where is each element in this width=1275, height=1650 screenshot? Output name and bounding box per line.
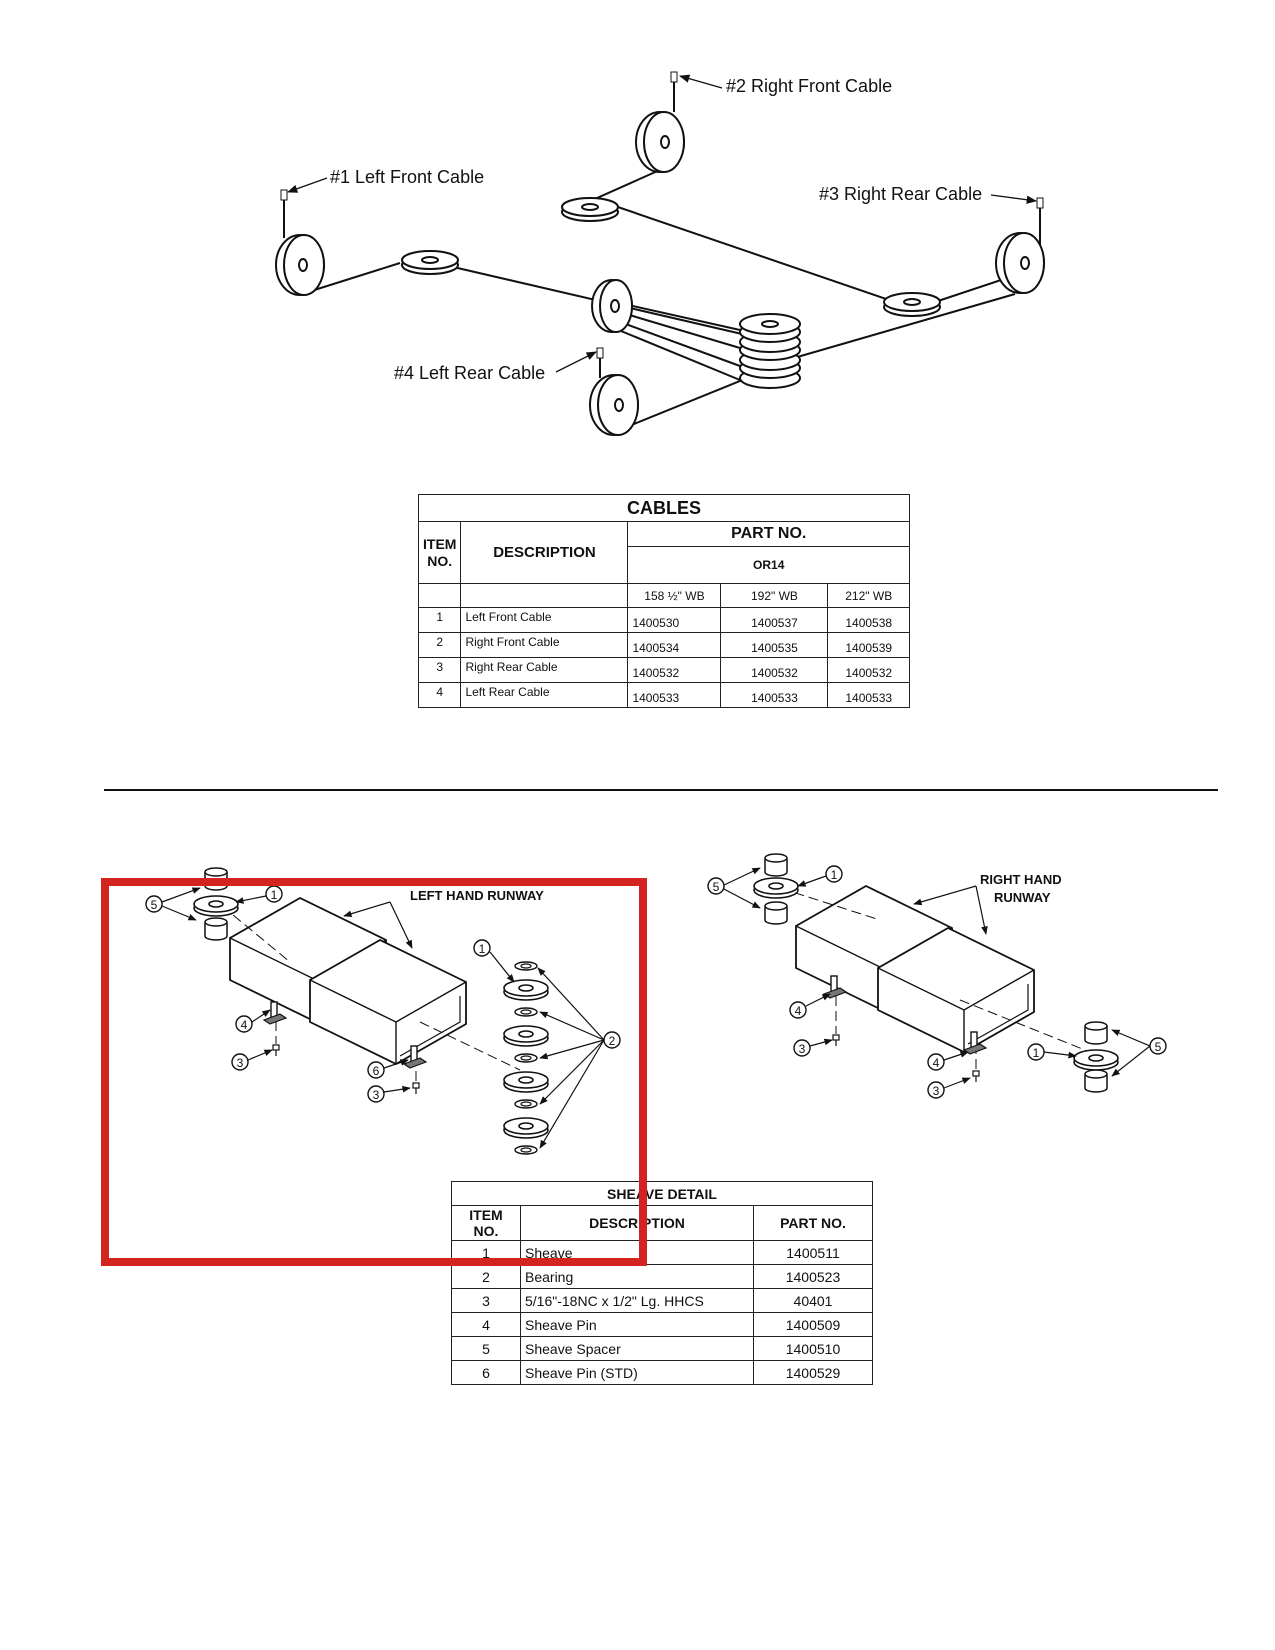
table-row: 4 Left Rear Cable 1400533 1400533 140053…	[417, 682, 910, 708]
part-no-header: PART NO.	[753, 1205, 873, 1241]
callout-right-rear-cable: #3 Right Rear Cable	[819, 184, 982, 204]
table-row: 2 Right Front Cable 1400534 1400535 1400…	[417, 632, 910, 658]
svg-text:3: 3	[373, 1088, 380, 1102]
right-hand-runway-label-line2: RUNWAY	[994, 890, 1051, 905]
table-row: 2 Bearing 1400523	[451, 1264, 873, 1289]
left-hand-runway: 5 1 1 2 4 3 6 3 LEFT HAND RUNWAY	[145, 867, 621, 1155]
svg-text:4: 4	[933, 1056, 940, 1070]
table-row: 6 Sheave Pin (STD) 1400529	[451, 1360, 873, 1385]
callout-right-front-cable: #2 Right Front Cable	[726, 76, 892, 96]
pulley-icon	[401, 197, 941, 317]
table-row: 1 Sheave 1400511	[451, 1240, 873, 1265]
svg-text:1: 1	[1033, 1046, 1040, 1060]
wheelbase-header: 192" WB	[720, 583, 829, 608]
sheave-stack-icon	[739, 313, 801, 389]
section-divider	[104, 789, 1218, 791]
description-header: DESCRIPTION	[460, 521, 629, 584]
callout-left-rear-cable: #4 Left Rear Cable	[394, 363, 545, 383]
sheave-detail-title: SHEAVE DETAIL	[451, 1181, 873, 1206]
table-row: 5 Sheave Spacer 1400510	[451, 1336, 873, 1361]
svg-text:5: 5	[1155, 1040, 1162, 1054]
table-row: 4 Sheave Pin 1400509	[451, 1312, 873, 1337]
callout-left-front-cable: #1 Left Front Cable	[330, 167, 484, 187]
svg-text:3: 3	[237, 1056, 244, 1070]
svg-text:2: 2	[609, 1034, 616, 1048]
cables-table-title: CABLES	[418, 494, 910, 522]
svg-text:1: 1	[479, 942, 486, 956]
svg-text:1: 1	[831, 868, 838, 882]
part-no-header: PART NO.	[627, 521, 910, 547]
wheelbase-header: 158 ½" WB	[627, 583, 722, 608]
right-hand-runway: 5 1 5 1 4 3 4 3 RIGHT HAND RUNWAY	[707, 853, 1167, 1099]
svg-text:3: 3	[799, 1042, 806, 1056]
svg-text:6: 6	[373, 1064, 380, 1078]
item-no-header: ITEM NO.	[451, 1205, 521, 1241]
table-row: 3 5/16"-18NC x 1/2" Lg. HHCS 40401	[451, 1288, 873, 1313]
cable-routing-diagram: #1 Left Front Cable #2 Right Front Cable…	[275, 71, 1045, 436]
svg-text:1: 1	[271, 888, 278, 902]
table-row: 1 Left Front Cable 1400530 1400537 14005…	[417, 607, 910, 633]
table-row: 3 Right Rear Cable 1400532 1400532 14005…	[417, 657, 910, 683]
svg-text:4: 4	[241, 1018, 248, 1032]
sheave-detail-table: SHEAVE DETAIL ITEM NO. DESCRIPTION PART …	[451, 1181, 873, 1385]
svg-text:4: 4	[795, 1004, 802, 1018]
sheave-wheel-icon	[275, 111, 1045, 436]
description-header: DESCRIPTION	[520, 1205, 754, 1241]
svg-text:5: 5	[713, 880, 720, 894]
left-hand-runway-label: LEFT HAND RUNWAY	[410, 888, 544, 903]
wheelbase-header: 212" WB	[827, 583, 910, 608]
svg-text:5: 5	[151, 898, 158, 912]
model-header: OR14	[627, 546, 910, 584]
svg-text:3: 3	[933, 1084, 940, 1098]
right-hand-runway-label-line1: RIGHT HAND	[980, 872, 1062, 887]
